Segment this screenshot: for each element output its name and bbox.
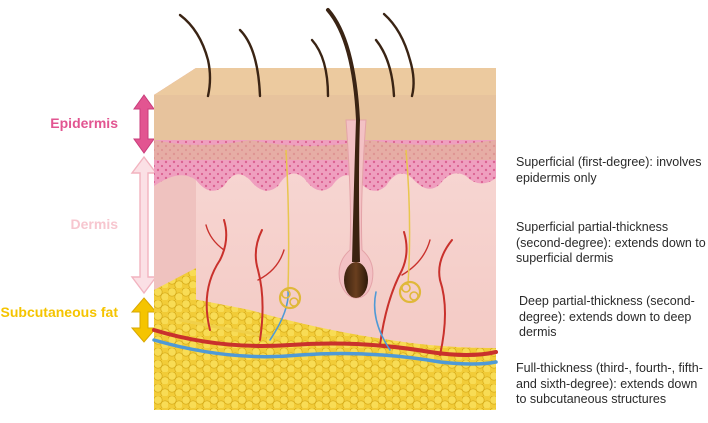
burn-deep-partial-text: Deep partial-thickness (second-degree): … [519,294,708,341]
burn-superficial-partial-text: Superficial partial-thickness (second-de… [516,220,708,267]
hair-bulb [344,262,368,298]
burn-superficial-text: Superficial (first-degree): involves epi… [516,155,708,186]
skin-cross-section-illustration [140,0,510,423]
label-epidermis: Epidermis [0,115,118,132]
burn-full-thickness-text: Full-thickness (third-, fourth-, fifth- … [516,361,708,408]
label-subcutaneous-fat: Subcutaneous fat [0,304,118,321]
label-dermis: Dermis [0,216,118,233]
